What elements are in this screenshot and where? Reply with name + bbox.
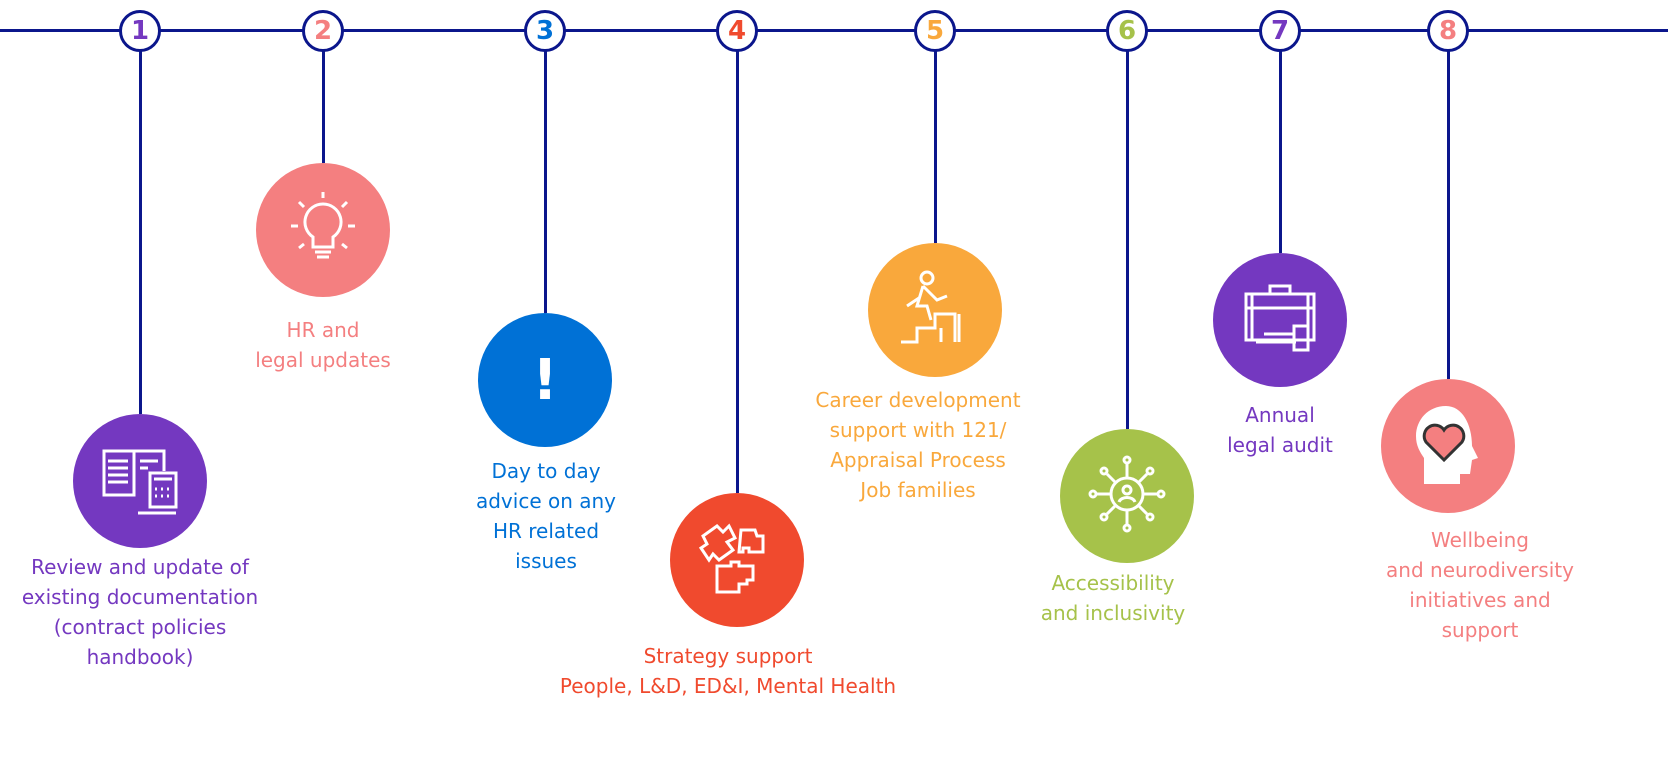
step-label-line: existing documentation xyxy=(21,585,259,609)
step-label-line: HR related xyxy=(492,519,600,543)
step-label: Accessibility and inclusivity xyxy=(1041,568,1186,628)
step-label-line: handbook) xyxy=(86,645,194,669)
step-label-line: People, L&D, ED&I, Mental Health xyxy=(559,674,897,698)
step-label-line: and neurodiversity xyxy=(1386,558,1574,582)
step-icon-circle xyxy=(73,414,207,548)
step-label-line: Accessibility xyxy=(1051,571,1175,595)
step-number-badge: 7 xyxy=(1259,10,1301,52)
step-label: Day to day advice on any HR related issues xyxy=(476,456,616,576)
step-label-line: Annual xyxy=(1245,403,1315,427)
step-number-badge: 1 xyxy=(119,10,161,52)
step-icon-circle xyxy=(670,493,804,627)
step-label-line: Strategy support xyxy=(643,644,813,668)
step-label-line: support xyxy=(1441,618,1519,642)
step-number-badge: 6 xyxy=(1106,10,1148,52)
step-label-line: Wellbeing xyxy=(1431,528,1529,552)
step-label: Review and update of existing documentati… xyxy=(22,552,258,672)
lightbulb-icon xyxy=(281,186,365,274)
connector-line xyxy=(544,40,547,313)
step-icon-circle xyxy=(868,243,1002,377)
step-number-badge: 4 xyxy=(716,10,758,52)
step-label-line: Career development xyxy=(815,388,1021,412)
connector-line xyxy=(1126,40,1129,429)
step-icon-circle xyxy=(1060,429,1194,563)
connector-line xyxy=(139,40,142,414)
step-label-line: (contract policies xyxy=(53,615,227,639)
climbing-stairs-icon xyxy=(893,266,977,354)
step-label: Wellbeing and neurodiversity initiatives a… xyxy=(1386,525,1574,645)
connector-line xyxy=(934,40,937,243)
step-label-line: legal updates xyxy=(255,348,391,372)
step-label-line: and inclusivity xyxy=(1040,601,1186,625)
step-label: Annual legal audit xyxy=(1227,400,1333,460)
step-label-line: Review and update of xyxy=(31,555,249,579)
step-label-line: Appraisal Process xyxy=(830,448,1006,472)
puzzle-icon xyxy=(695,516,779,604)
step-icon-circle xyxy=(256,163,390,297)
step-icon-circle: ! xyxy=(478,313,612,447)
step-label-line: advice on any xyxy=(475,489,617,513)
book-calculator-icon xyxy=(98,437,182,525)
step-number-badge: 2 xyxy=(302,10,344,52)
exclamation-icon: ! xyxy=(532,347,558,413)
step-label-line: issues xyxy=(515,549,577,573)
step-icon-circle xyxy=(1381,379,1515,513)
step-label: HR and legal updates xyxy=(255,315,391,375)
step-icon-circle xyxy=(1213,253,1347,387)
step-label-line: Day to day xyxy=(491,459,601,483)
step-label: Career development support with 121/Appra… xyxy=(815,385,1020,505)
briefcase-gavel-icon xyxy=(1238,276,1322,364)
timeline-axis xyxy=(0,29,1668,32)
connector-line xyxy=(736,40,739,493)
step-label-line: legal audit xyxy=(1227,433,1333,457)
head-heart-icon xyxy=(1406,402,1490,490)
step-number-badge: 3 xyxy=(524,10,566,52)
step-number-badge: 5 xyxy=(914,10,956,52)
connector-line xyxy=(1279,40,1282,253)
connector-line xyxy=(1447,40,1450,379)
step-label-line: support with 121/ xyxy=(829,418,1007,442)
step-label-line: initiatives and xyxy=(1409,588,1551,612)
connector-line xyxy=(322,40,325,163)
inclusion-network-icon xyxy=(1085,452,1169,540)
step-label-line: Job families xyxy=(860,478,976,502)
step-label-line: HR and xyxy=(286,318,360,342)
step-number-badge: 8 xyxy=(1427,10,1469,52)
